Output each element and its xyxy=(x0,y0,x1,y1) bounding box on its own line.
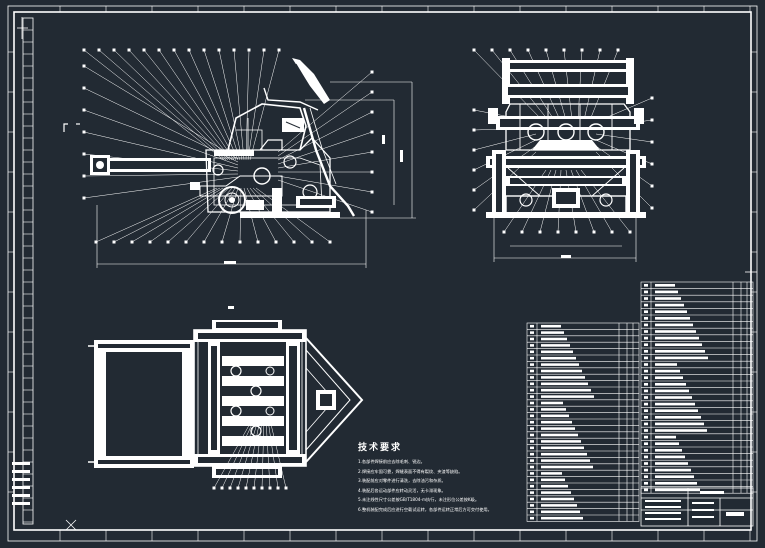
side-view xyxy=(63,48,416,268)
tech-requirement-item: 2.焊接应牢固可靠，焊缝表面不得有裂纹、夹渣等缺陷。 xyxy=(358,468,463,474)
tech-requirement-item: 3.装配前应对零件进行清洗，去除油污和杂质。 xyxy=(358,478,446,484)
top-view-balloon-dots xyxy=(212,486,288,490)
front-view xyxy=(472,48,654,262)
tech-requirement-item: 5.未注线性尺寸公差按GB/T1804-m执行，未注形位公差按K级。 xyxy=(358,497,480,503)
technical-requirements: 技术要求 1.各部件焊接前应去除毛刺、锐边。 2.焊接应牢固可靠，焊缝表面不得有… xyxy=(358,440,528,515)
corner-mark-bottom-left xyxy=(65,519,77,531)
side-machine-body xyxy=(90,58,356,218)
side-view-balloon-dots xyxy=(82,48,374,244)
tech-requirements-title: 技术要求 xyxy=(358,443,403,453)
inner-frame xyxy=(13,11,752,531)
front-machine-body xyxy=(486,58,646,218)
frame-zone-ticks xyxy=(8,6,757,541)
top-view xyxy=(88,306,364,490)
top-view-label-mark xyxy=(228,306,234,309)
outer-frame xyxy=(7,5,758,542)
side-dimensions xyxy=(96,81,416,268)
front-view-balloon-dots xyxy=(472,48,654,234)
top-view-leader-lines xyxy=(213,419,287,489)
left-margin-frame xyxy=(22,17,34,525)
front-dimensions xyxy=(493,218,637,262)
revision-block xyxy=(12,462,30,505)
tech-requirement-item: 6.整机装配完成后应进行空载试运转，各部件运转正常后方可交付使用。 xyxy=(358,506,492,512)
corner-mark-top-left xyxy=(17,17,28,39)
tech-requirement-item: 4.装配后各运动部件应转动灵活，无卡滞现象。 xyxy=(358,487,446,493)
parts-lists xyxy=(526,281,754,522)
side-bracket-mark xyxy=(63,123,80,132)
tech-requirement-item: 1.各部件焊接前应去除毛刺、锐边。 xyxy=(358,459,425,464)
title-block xyxy=(640,487,754,527)
top-frame xyxy=(88,320,364,478)
